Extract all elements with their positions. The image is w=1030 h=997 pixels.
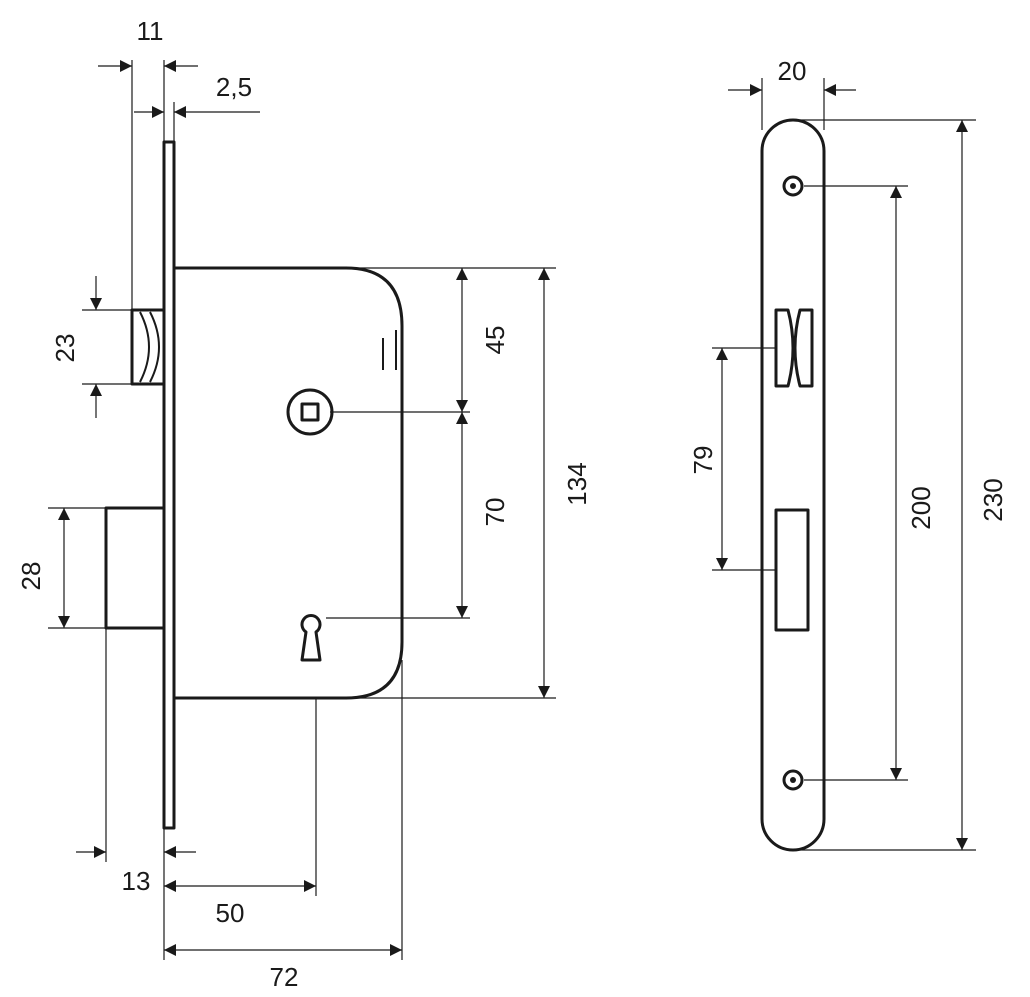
extension-lines-left: [48, 60, 556, 960]
dim-label-23: 23: [50, 334, 80, 363]
top-screw-hole: [782, 175, 804, 197]
dimension-arrows-right: [716, 84, 968, 850]
dim-label-11: 11: [137, 16, 164, 46]
bolt-opening: [774, 508, 810, 632]
dim-label-72: 72: [270, 962, 299, 992]
dead-bolt: [104, 506, 166, 630]
extension-lines-right: [712, 78, 976, 851]
faceplate: [162, 140, 176, 830]
latch-bolt: [130, 308, 166, 386]
dimension-labels-right: 20 79 200 230: [688, 56, 1008, 530]
strike-plate-outline: [760, 118, 826, 852]
dim-label-230: 230: [978, 478, 1008, 521]
dim-label-45: 45: [480, 326, 510, 355]
spindle-hub: [286, 388, 334, 436]
dim-label-20: 20: [778, 56, 807, 86]
dim-label-50: 50: [216, 898, 245, 928]
dim-label-200: 200: [906, 486, 936, 529]
keyhole: [300, 614, 322, 662]
bottom-screw-hole: [782, 769, 804, 791]
dim-label-134: 134: [562, 462, 592, 505]
dim-label-79: 79: [688, 446, 718, 475]
strike-plate: [760, 118, 826, 852]
lock-case: [172, 266, 404, 700]
dim-label-28: 28: [16, 562, 46, 591]
dim-label-13: 13: [122, 866, 151, 896]
dim-label-70: 70: [480, 498, 510, 527]
dimension-labels-left: 11 2,5 23 28 13 50 72 45 70 134: [16, 16, 592, 992]
dim-label-2-5: 2,5: [216, 72, 252, 102]
mortise-lock-body: [104, 140, 404, 830]
dimension-arrows-left: [58, 60, 550, 956]
latch-opening: [774, 308, 814, 388]
